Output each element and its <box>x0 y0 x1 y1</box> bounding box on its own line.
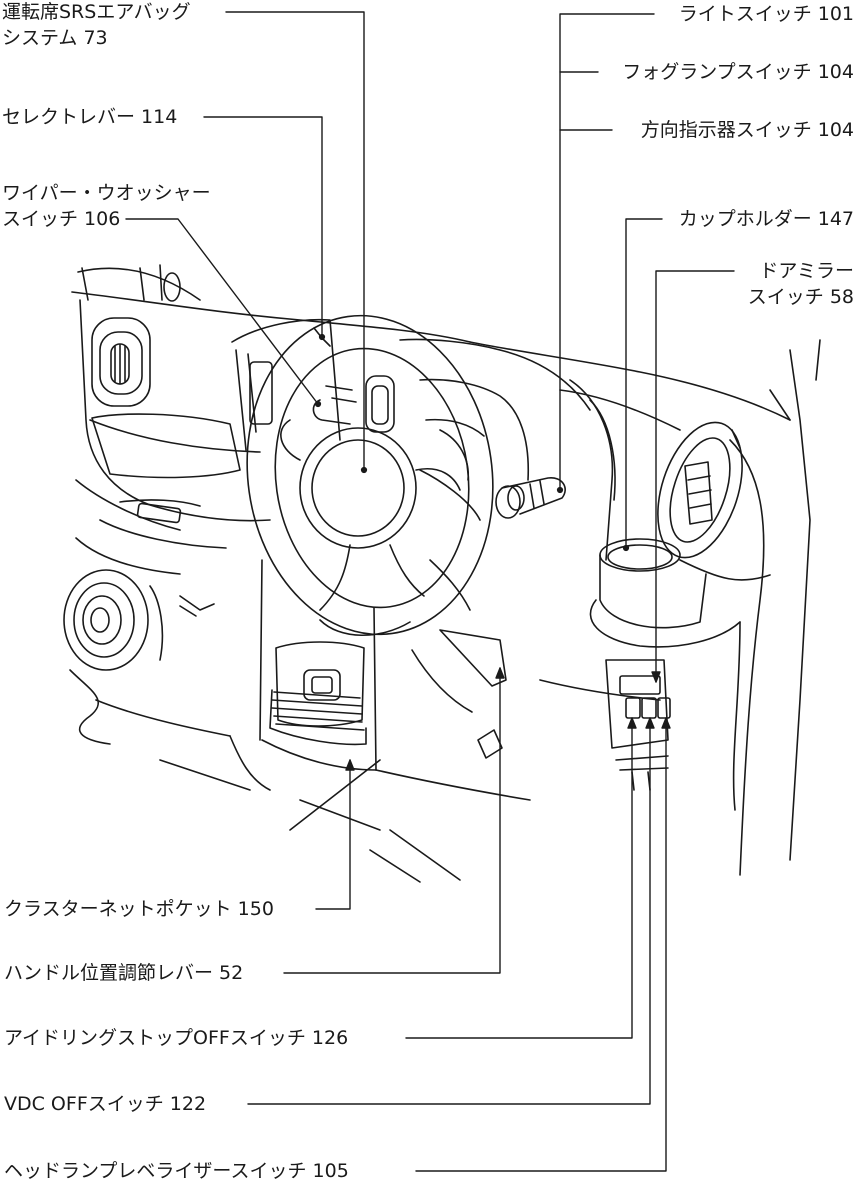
select-lever-label: セレクトレバー 114 <box>2 106 178 128</box>
dashboard-body <box>71 264 821 876</box>
cluster-net-pocket-shape <box>269 641 367 746</box>
leader-lines <box>125 11 735 1172</box>
idling-stop-off-label: アイドリングストップOFFスイッチ 126 <box>4 1027 349 1049</box>
floor-lines <box>69 669 461 883</box>
wiper-washer-label-line1: ワイパー・ウオッシャー <box>2 182 211 204</box>
headlamp-leveler-label: ヘッドランプレベライザースイッチ 105 <box>4 1160 349 1182</box>
vdc-off-label: VDC OFFスイッチ 122 <box>4 1093 207 1115</box>
switch-panel-shape <box>605 659 671 791</box>
left-dash-panel <box>75 413 241 575</box>
tilt-lever-label: ハンドル位置調節レバー 52 <box>4 962 244 984</box>
center-air-vent <box>365 375 395 433</box>
cup-holder-label: カップホルダー 147 <box>678 208 854 230</box>
turn-signal-label: 方向指示器スイッチ 104 <box>640 119 854 141</box>
light-switch-label: ライトスイッチ 101 <box>678 3 854 25</box>
center-console <box>399 338 616 561</box>
door-mirror-label-line2: スイッチ 58 <box>747 286 854 308</box>
left-air-vent <box>91 317 151 407</box>
wiper-washer-label-line2: スイッチ 106 <box>2 208 121 230</box>
cup-holder-shape <box>589 538 771 811</box>
right-air-vent <box>657 421 743 559</box>
combination-switch <box>312 385 566 519</box>
cluster-pocket-label: クラスターネットポケット 150 <box>4 898 274 920</box>
steering-wheel <box>246 314 494 637</box>
door-mirror-label-line1: ドアミラー <box>759 260 854 282</box>
airbag-label-line2: システム 73 <box>2 27 108 49</box>
airbag-label-line1: 運転席SRSエアバッグ <box>2 1 191 23</box>
fog-switch-label: フォグランプスイッチ 104 <box>622 61 854 83</box>
left-speaker <box>63 569 215 671</box>
